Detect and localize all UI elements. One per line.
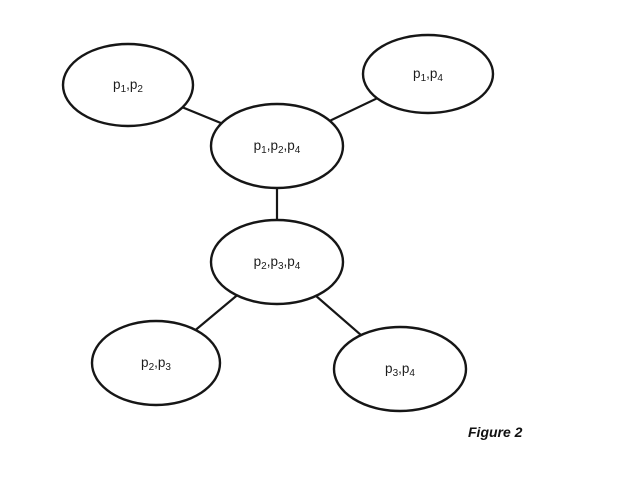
- node-ellipse: [361, 33, 495, 115]
- node-label: p2,p3: [141, 355, 171, 373]
- node-ellipse: [90, 319, 222, 407]
- diagram-node: p2,p3: [90, 319, 222, 407]
- node-ellipse: [61, 42, 195, 128]
- diagram-node: p1,p2: [61, 42, 195, 128]
- diagram-node: p3,p4: [332, 325, 468, 413]
- node-label: p1,p2,p4: [254, 138, 301, 156]
- node-label: p3,p4: [385, 361, 415, 379]
- node-ellipse: [209, 102, 345, 190]
- diagram-node: p1,p2,p4: [209, 102, 345, 190]
- figure-caption: Figure 2: [468, 424, 523, 440]
- node-ellipse: [332, 325, 468, 413]
- node-label: p1,p2: [113, 77, 143, 95]
- node-ellipse: [209, 218, 345, 306]
- diagram-node: p1,p4: [361, 33, 495, 115]
- diagram-node: p2,p3,p4: [209, 218, 345, 306]
- node-label: p2,p3,p4: [254, 254, 301, 272]
- node-label: p1,p4: [413, 66, 443, 84]
